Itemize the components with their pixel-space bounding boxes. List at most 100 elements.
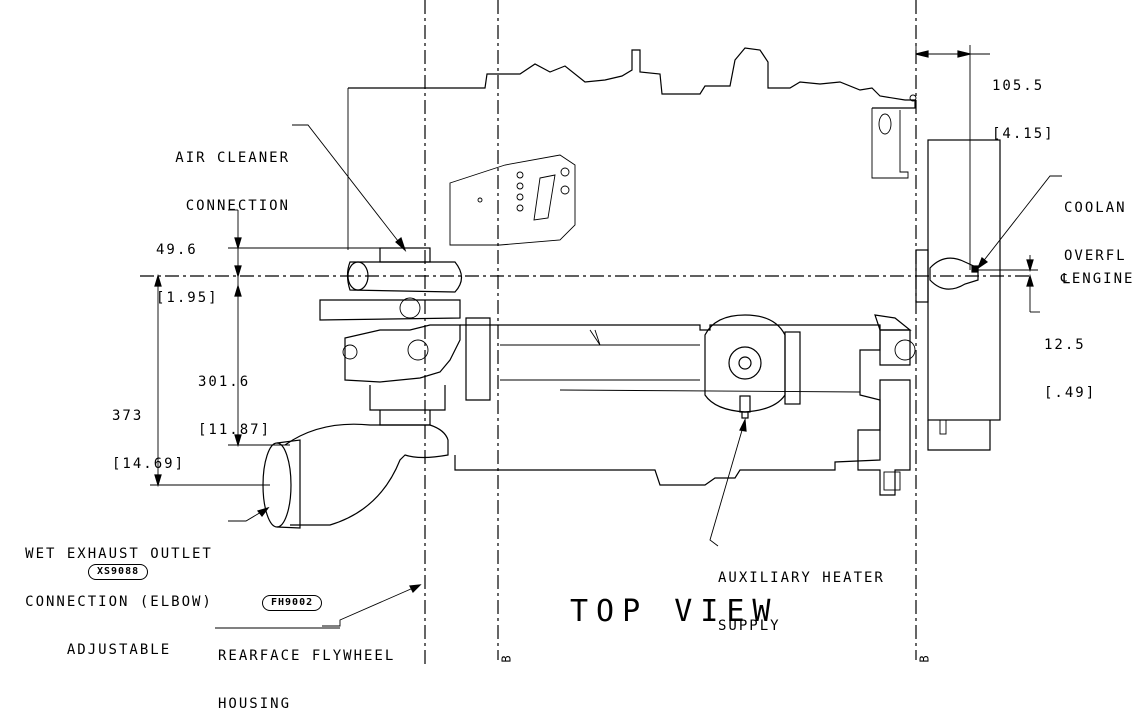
mount-bracket bbox=[871, 108, 909, 179]
aux-heater-port-inner bbox=[738, 356, 752, 370]
lifting-bracket bbox=[449, 154, 576, 246]
leader-arrow bbox=[739, 417, 747, 432]
bolt-plug bbox=[939, 419, 947, 435]
label-line: WET EXHAUST OUTLET bbox=[25, 546, 213, 562]
turbo-housing bbox=[346, 261, 463, 293]
dim-arrow bbox=[1026, 259, 1034, 273]
clamp bbox=[399, 297, 421, 319]
label-line: SUPPLY bbox=[718, 618, 781, 634]
exhaust-flange bbox=[369, 385, 446, 411]
engine-top-view-drawing bbox=[140, 0, 1062, 666]
datum-mark-b-left: B bbox=[499, 653, 514, 663]
drain-plug bbox=[883, 471, 901, 491]
exhaust-outlet-sleeve bbox=[276, 439, 301, 529]
label-line: CONNECTION (ELBOW) bbox=[25, 594, 213, 610]
dim-mm: 105.5 bbox=[992, 78, 1045, 94]
elbow-port bbox=[407, 339, 429, 361]
heat-exchanger-base bbox=[927, 420, 991, 451]
engine-text: ENGINE bbox=[1071, 271, 1134, 287]
turbo-outlet-pipe bbox=[319, 299, 461, 321]
dim-in: [14.69] bbox=[112, 456, 186, 472]
label-line: HOUSING bbox=[218, 696, 292, 712]
leader-arrow bbox=[976, 257, 989, 270]
manifold-seam bbox=[559, 389, 861, 393]
upper-bracket bbox=[874, 314, 912, 331]
label-air-cleaner: AIR CLEANER CONNECTION bbox=[140, 118, 290, 230]
dim-mm: 301.6 bbox=[198, 374, 251, 390]
dim-301-6-label: 301.6 [11.87] bbox=[198, 342, 271, 454]
exhaust-elbow bbox=[344, 324, 461, 383]
dim-mm: 49.6 bbox=[156, 242, 198, 258]
dim-105-5-label: 105.5 [4.15] bbox=[992, 46, 1055, 158]
bolt bbox=[909, 94, 917, 102]
dim-arrow bbox=[154, 474, 162, 488]
heat-exchanger-mount bbox=[915, 249, 929, 303]
exhaust-manifold bbox=[454, 324, 881, 486]
bracket-hole bbox=[560, 167, 570, 177]
bracket-hole bbox=[516, 182, 524, 190]
coolant-pipe bbox=[857, 379, 911, 496]
leader-arrow bbox=[409, 584, 422, 594]
label-line: CONNECTION bbox=[185, 198, 290, 214]
dim-arrow bbox=[234, 434, 242, 448]
label-rearface-flywheel: REARFACE FLYWHEEL HOUSING bbox=[218, 616, 395, 728]
label-line: ADJUSTABLE bbox=[66, 642, 172, 658]
dim-mm: 373 bbox=[112, 408, 144, 424]
lifting-bracket-slot bbox=[533, 174, 556, 221]
label-line: COOLAN bbox=[1064, 200, 1127, 216]
dim-in: [11.87] bbox=[198, 422, 272, 438]
bracket-hole bbox=[516, 204, 524, 212]
view-title: TOP VIEW bbox=[570, 594, 779, 629]
label-line: REARFACE FLYWHEEL bbox=[218, 648, 396, 664]
dim-in: [4.15] bbox=[992, 126, 1055, 142]
ref-fh9002: FH9002 bbox=[262, 595, 323, 611]
dim-373-label: 373 [14.69] bbox=[112, 376, 185, 488]
datum-mark-b-right: B bbox=[917, 653, 932, 663]
aux-heater-fitting bbox=[739, 395, 751, 413]
leader-arrow bbox=[395, 236, 407, 252]
dim-arrow bbox=[154, 273, 162, 287]
dim-arrow bbox=[957, 50, 971, 58]
dim-mm: 12.5 bbox=[1044, 337, 1086, 353]
leader-rearface bbox=[322, 584, 421, 627]
dim-arrow bbox=[234, 283, 242, 297]
bracket-hole bbox=[516, 171, 524, 179]
coolant-overflow-cap bbox=[929, 257, 979, 290]
leader-air-cleaner bbox=[292, 124, 406, 251]
label-line: AUXILIARY HEATER bbox=[718, 570, 885, 586]
bracket-hole bbox=[477, 197, 483, 203]
dim-12-5-label: 12.5 [.49] bbox=[1044, 305, 1096, 417]
aux-heater-block bbox=[704, 314, 786, 413]
dim-arrow bbox=[234, 237, 242, 251]
label-centerline-engine: ℄ENGINE bbox=[1040, 255, 1134, 287]
heat-exchanger bbox=[927, 139, 1001, 421]
centerline-symbol: ℄ bbox=[1060, 271, 1072, 287]
leader-coolant bbox=[977, 175, 1062, 269]
dim-arrow bbox=[915, 50, 929, 58]
coolant-overflow-port bbox=[971, 265, 979, 273]
manifold-boss bbox=[589, 329, 601, 346]
aux-heater-port bbox=[728, 346, 762, 380]
dim-49-6-label: 49.6 [1.95] bbox=[156, 210, 219, 322]
leader-arrow bbox=[256, 506, 270, 517]
dim-in: [.49] bbox=[1044, 385, 1097, 401]
bracket-hole bbox=[560, 185, 570, 195]
bracket-hole bbox=[516, 193, 524, 201]
leader-aux-heater bbox=[709, 419, 746, 547]
dim-arrow bbox=[1026, 273, 1034, 287]
engine-top-outline bbox=[348, 47, 916, 109]
ref-xs9088: XS9088 bbox=[88, 564, 149, 580]
elbow-port bbox=[342, 344, 358, 360]
manifold-flange bbox=[465, 317, 491, 401]
label-aux-heater: AUXILIARY HEATER SUPPLY bbox=[718, 538, 885, 650]
label-coolant-overflow: COOLAN OVERFL bbox=[1064, 168, 1127, 280]
label-line: AIR CLEANER bbox=[175, 150, 290, 166]
dim-arrow bbox=[234, 265, 242, 279]
exhaust-riser bbox=[379, 410, 431, 426]
label-wet-exhaust: WET EXHAUST OUTLET CONNECTION (ELBOW) AD… bbox=[8, 514, 230, 674]
exhaust-bend bbox=[284, 423, 449, 526]
label-line: OVERFL bbox=[1064, 248, 1127, 264]
mount-bracket-hole bbox=[878, 113, 892, 135]
dim-in: [1.95] bbox=[156, 290, 219, 306]
aux-heater-plate bbox=[784, 331, 801, 405]
